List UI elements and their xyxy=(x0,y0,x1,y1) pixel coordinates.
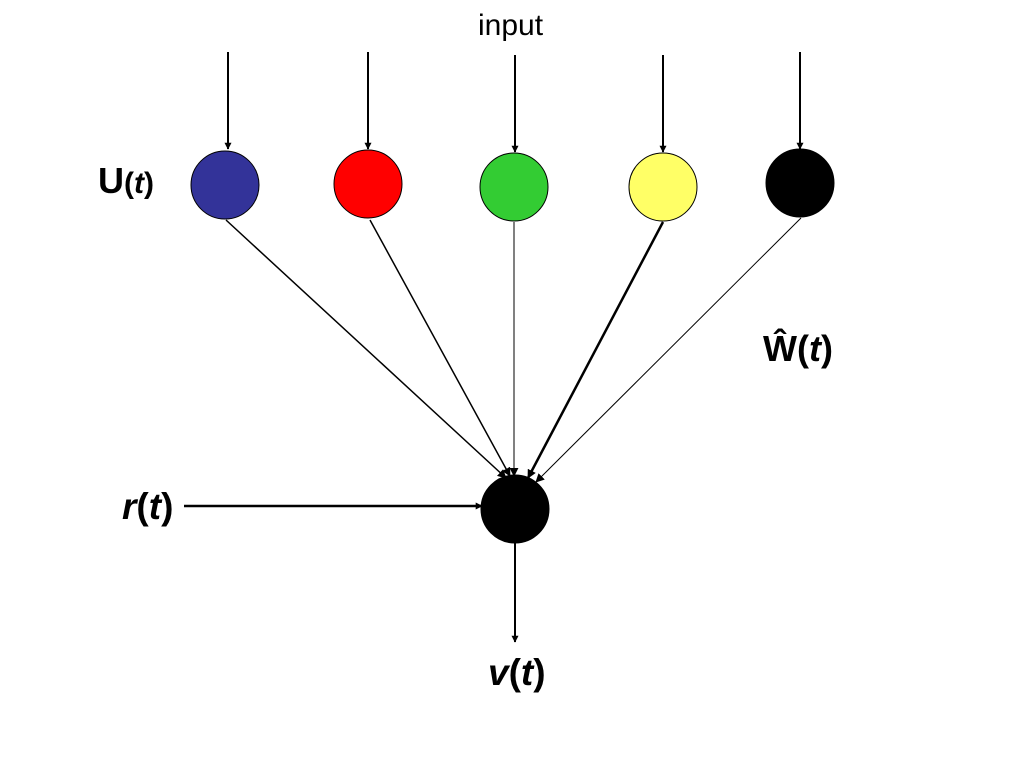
weight-connection-5 xyxy=(535,217,802,483)
v-of-t-label: v(t) xyxy=(488,654,546,691)
w-open-paren: ( xyxy=(796,328,809,369)
weight-connection-4 xyxy=(526,221,665,479)
u-close-paren: ) xyxy=(144,167,154,200)
input-label: input xyxy=(478,9,544,42)
r-symbol: r xyxy=(122,486,137,527)
v-arg: t xyxy=(520,652,534,693)
input-node-red xyxy=(333,149,403,219)
w-hat-symbol: Ŵ xyxy=(763,328,797,369)
u-open-paren: ( xyxy=(124,167,134,200)
r-arg: t xyxy=(148,486,162,527)
input-node-green xyxy=(479,152,549,222)
r-open-paren: ( xyxy=(136,486,149,527)
v-symbol: v xyxy=(488,652,509,693)
r-of-t-label: r(t) xyxy=(122,488,173,525)
w-hat-of-t-label: Ŵ(t) xyxy=(763,331,833,367)
weight-connection-1 xyxy=(225,219,507,479)
w-close-paren: ) xyxy=(820,328,833,369)
v-close-paren: ) xyxy=(533,652,546,693)
input-node-black xyxy=(765,148,835,218)
w-arg: t xyxy=(808,328,821,369)
input-node-yellow xyxy=(628,152,698,222)
u-arg: t xyxy=(134,167,144,200)
weight-connection-2 xyxy=(369,219,511,477)
output-node xyxy=(480,474,550,544)
input-node-blue xyxy=(190,150,260,220)
u-symbol: U xyxy=(98,160,124,201)
r-close-paren: ) xyxy=(161,486,174,527)
v-open-paren: ( xyxy=(508,652,521,693)
u-of-t-label: U(t) xyxy=(98,163,154,199)
